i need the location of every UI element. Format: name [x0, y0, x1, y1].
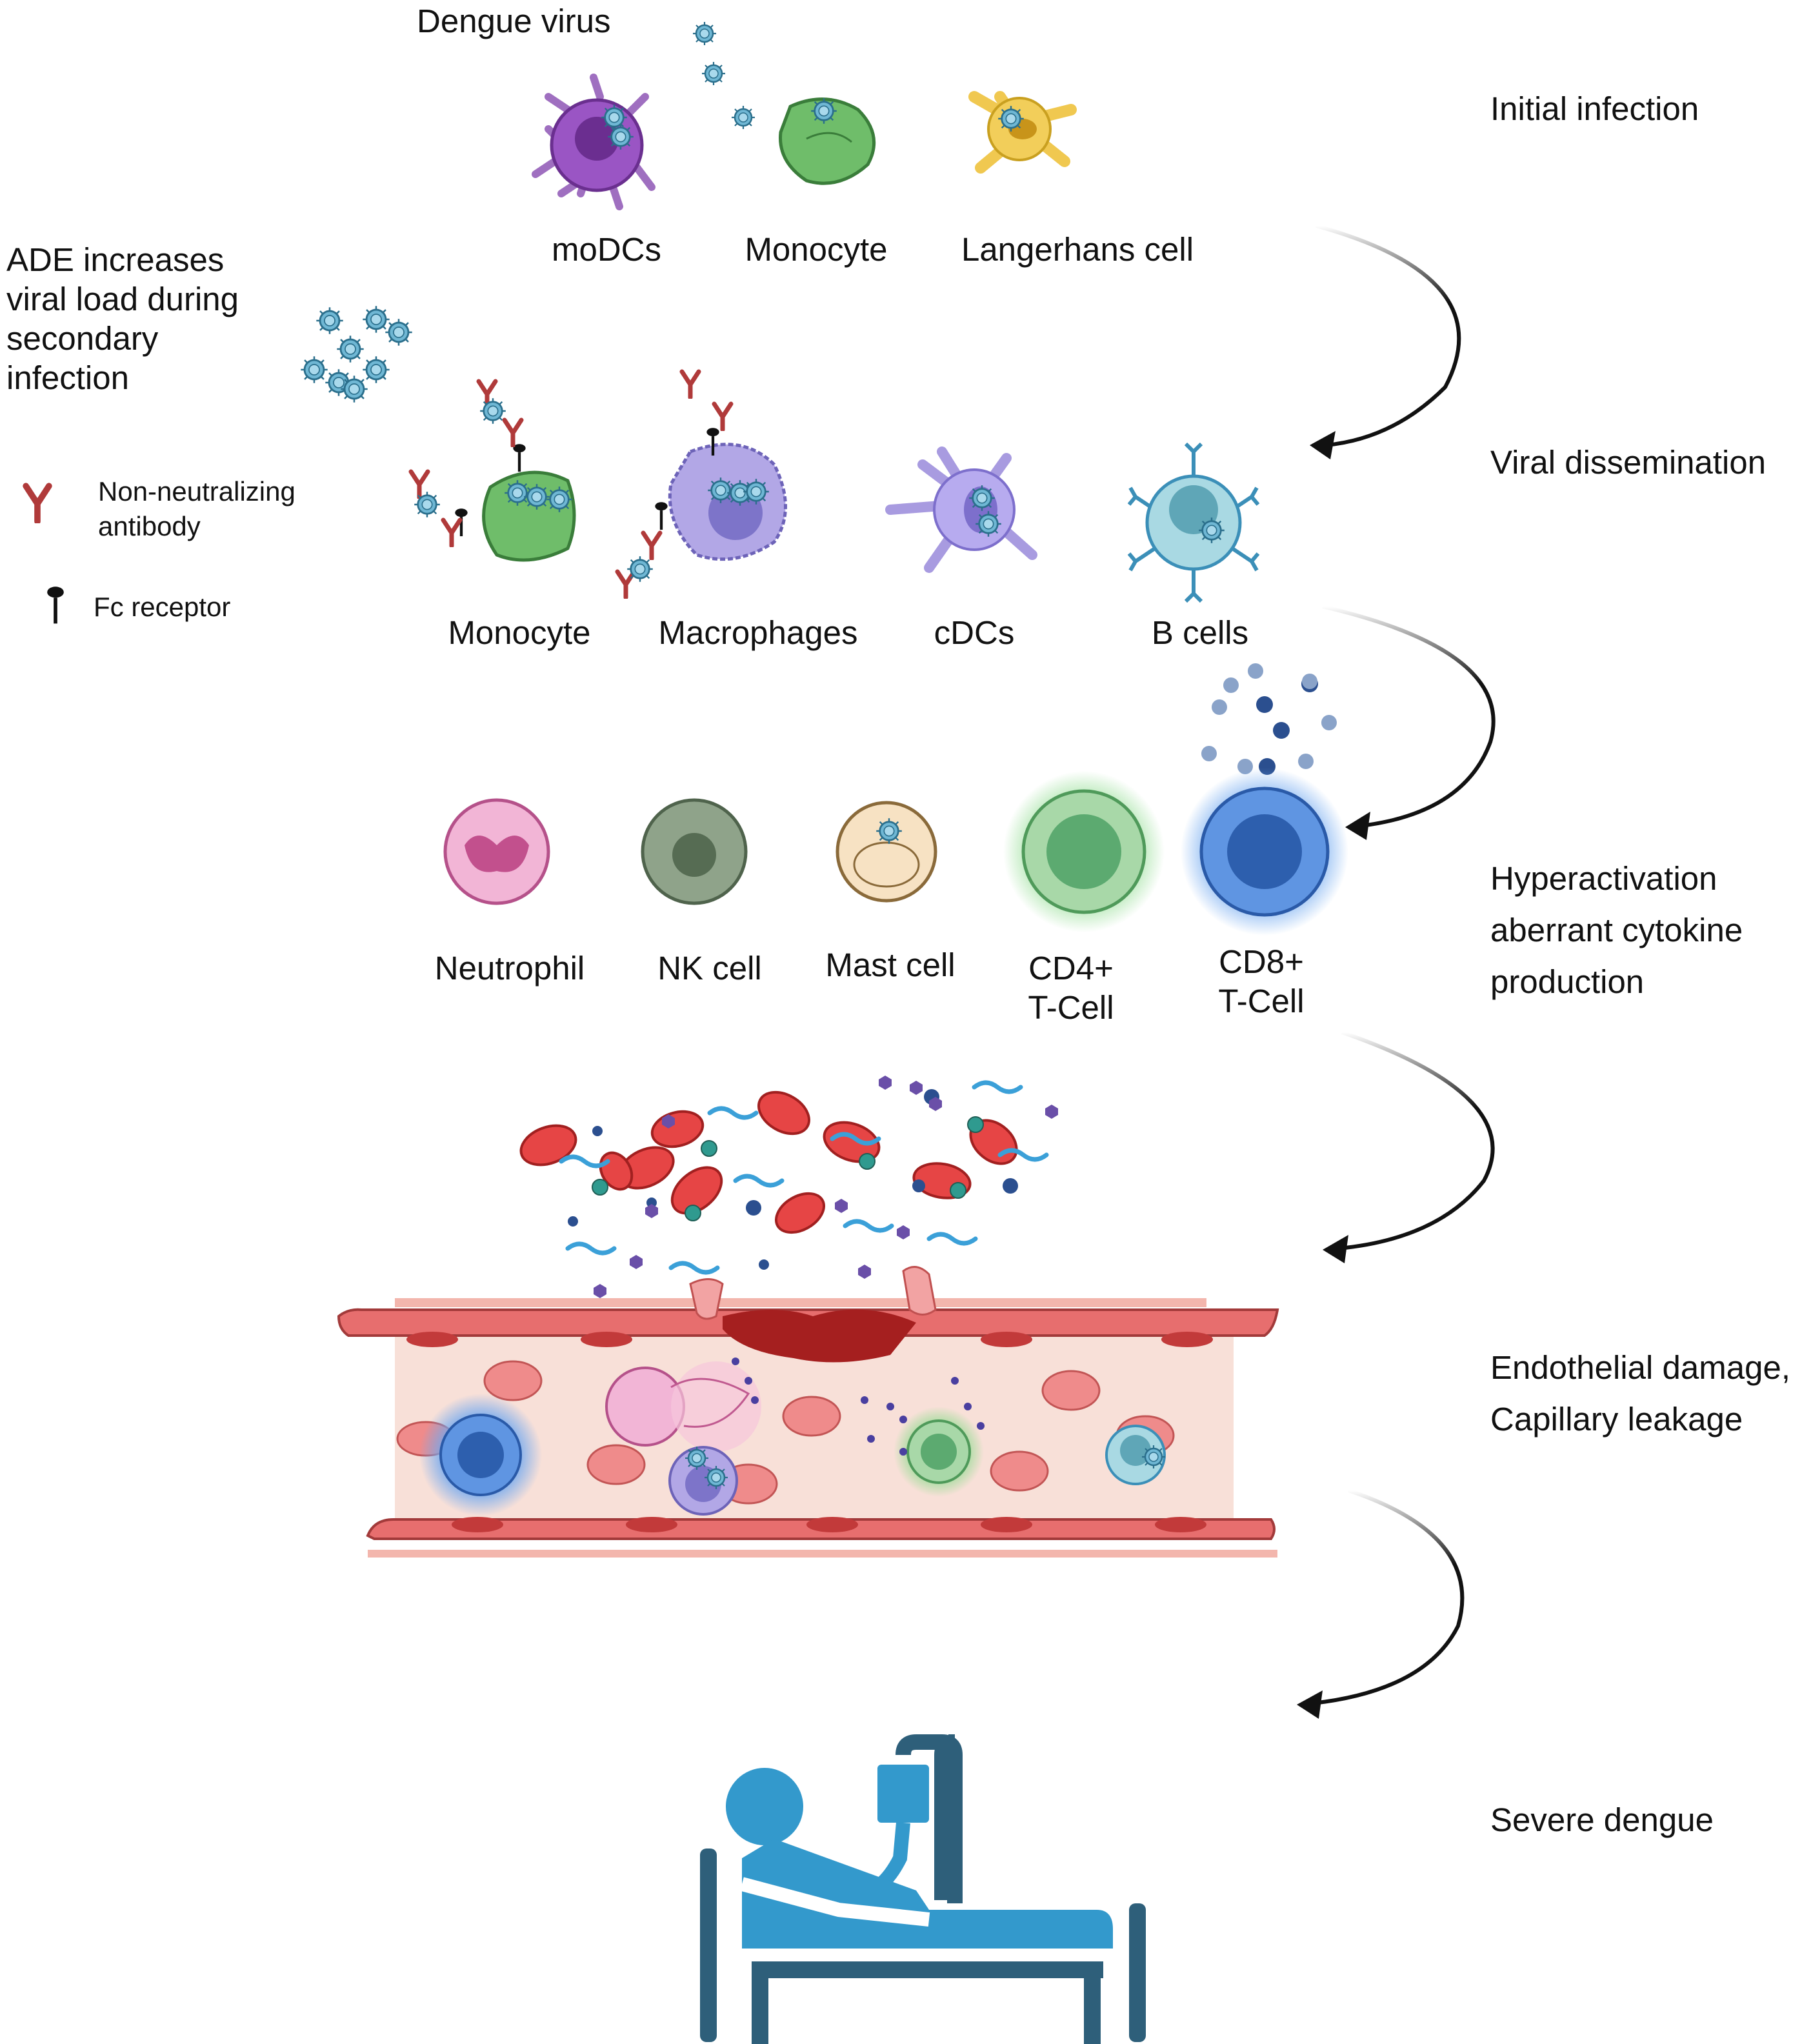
dengue-virus-icon [730, 105, 756, 130]
dengue-virus-icon [875, 817, 903, 845]
langerhans-cell [968, 91, 1077, 174]
label-neutrophil: Neutrophil [434, 950, 585, 987]
antibody-icon [617, 572, 634, 597]
label-monocyte-row2: Monocyte [448, 614, 591, 651]
dengue-virus-icon [810, 97, 838, 125]
dengue-virus-icon [706, 476, 735, 505]
modc-cell [532, 74, 655, 210]
label-modcs: moDCs [551, 231, 661, 268]
mast-cell [835, 801, 937, 903]
fc-receptor-icon [513, 444, 525, 472]
dengue-virus-icon [1141, 1444, 1166, 1470]
dengue-virus-icon [413, 490, 441, 519]
dengue-virus-icon [339, 374, 369, 404]
dengue-virus-icon [315, 306, 345, 336]
dengue-virus-icon [1197, 516, 1226, 545]
patient-bed-icon [700, 1734, 1146, 2044]
ade-note: ADE increases viral load during secondar… [6, 241, 239, 396]
dengue-virus-icon [523, 483, 551, 511]
dengue-virus-icon [600, 103, 628, 132]
legend-antibody-label: Non-neutralizing antibody [98, 476, 295, 541]
dengue-virus-icon [626, 555, 654, 583]
label-cd4-t-cell: CD4+ T-Cell [1028, 950, 1114, 1026]
free-virions-row1 [692, 21, 756, 130]
arrowheads [1297, 431, 1370, 1719]
dengue-virus-icon [692, 21, 717, 46]
stage-hyperactivation: Hyperactivation aberrant cytokine produc… [1490, 860, 1743, 1000]
arrow-icon [1322, 605, 1496, 828]
b-cell [1127, 442, 1260, 603]
stage-viral-dissemination: Viral dissemination [1490, 444, 1766, 481]
cd8-t-cell [1181, 768, 1348, 936]
legend-fc-receptor-label: Fc receptor [94, 592, 231, 622]
macrophage-ade-cell [617, 372, 787, 597]
fc-receptor-icon [655, 502, 667, 530]
arrow-icon [1345, 812, 1370, 840]
dengue-virus-icon [968, 484, 996, 512]
dengue-virus-icon [701, 61, 726, 86]
dengue-virus-icon [703, 1465, 729, 1490]
dengue-virus-icon [997, 105, 1025, 133]
dengue-virus-icon [974, 510, 1003, 538]
arrow-icon [1316, 224, 1461, 447]
cytokine-particles [1201, 663, 1337, 775]
dengue-virus-icon [384, 317, 414, 347]
blood-vessel [337, 1266, 1279, 1558]
neutrophil-cell [443, 798, 550, 905]
label-cd8-t-cell: CD8+ T-Cell [1218, 943, 1305, 1019]
nk-cell [641, 798, 748, 905]
ade-virion-cluster [299, 305, 414, 404]
antibody-icon [26, 486, 49, 521]
arrow-icon [1312, 1488, 1465, 1705]
dengue-virus-icon [606, 123, 635, 151]
label-cdcs: cDCs [934, 614, 1015, 651]
arrows [1312, 224, 1496, 1705]
monocyte-ade-cell [411, 381, 576, 562]
fc-receptor-icon [47, 586, 64, 623]
stage-severe-dengue: Severe dengue [1490, 1801, 1714, 1838]
dengue-virus-icon [742, 477, 770, 506]
arrow-icon [1323, 1235, 1348, 1263]
arrow-icon [1338, 1030, 1495, 1250]
diagram-title: Dengue virus [417, 3, 611, 39]
dengue-virus-icon [545, 485, 574, 514]
label-bcells: B cells [1151, 614, 1249, 651]
free-rbc-and-cytokines [519, 1076, 1058, 1298]
cd4-t-cell [1003, 771, 1165, 932]
label-monocyte-row1: Monocyte [745, 231, 888, 268]
label-nk-cell: NK cell [657, 950, 762, 987]
arrow-icon [1310, 431, 1336, 459]
dengue-virus-icon [361, 305, 391, 334]
monocyte-cell-row1 [779, 97, 876, 185]
stage-initial-infection: Initial infection [1490, 90, 1699, 127]
dengue-virus-icon [335, 334, 365, 364]
antibody-icon [505, 420, 521, 446]
antibody-icon [682, 372, 699, 397]
label-macrophages: Macrophages [658, 614, 858, 651]
dengue-virus-icon [299, 355, 329, 385]
dengue-virus-icon [479, 397, 507, 425]
label-mast-cell: Mast cell [825, 947, 956, 983]
label-langerhans: Langerhans cell [961, 231, 1194, 268]
arrow-icon [1297, 1690, 1323, 1719]
antibody-icon [443, 520, 460, 546]
dengue-virus-icon [503, 479, 532, 507]
dengue-virus-icon [361, 355, 391, 385]
antibody-icon [411, 472, 428, 497]
antibody-icon [643, 533, 660, 559]
stage-endothelial-damage: Endothelial damage, Capillary leakage [1490, 1349, 1791, 1438]
antibody-icon [714, 404, 731, 430]
dengue-virus-icon [684, 1445, 710, 1471]
cdc-cell [885, 446, 1037, 573]
